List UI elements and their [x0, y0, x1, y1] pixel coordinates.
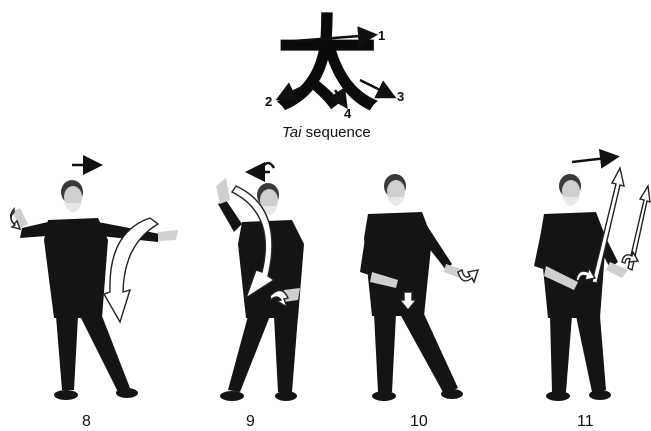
stroke-number-2: 2: [265, 94, 272, 109]
stroke-number-3: 3: [397, 89, 404, 104]
caption-rest: sequence: [301, 124, 370, 141]
rotation-arrow-icon: [458, 270, 478, 282]
step-9-figure: [216, 163, 304, 401]
step-11-figure: [534, 157, 650, 401]
tai-character-illustration: 太 1 2 3 4: [265, 5, 404, 125]
step-label-11: 11: [577, 413, 594, 430]
step-label-10: 10: [410, 413, 428, 430]
step-label-9: 9: [246, 413, 255, 430]
stroke-number-4: 4: [344, 106, 352, 121]
step-10-figure: [360, 174, 478, 401]
tai-glyph: 太: [276, 5, 378, 125]
step-8-figure: [11, 165, 178, 400]
caption-italic: Tai: [282, 124, 302, 141]
rotation-hint-icon: [262, 163, 274, 168]
direction-arrow-icon: [572, 157, 615, 162]
step-label-8: 8: [82, 413, 91, 430]
sequence-caption: Tai sequence: [282, 124, 371, 141]
stroke-number-1: 1: [378, 28, 385, 43]
